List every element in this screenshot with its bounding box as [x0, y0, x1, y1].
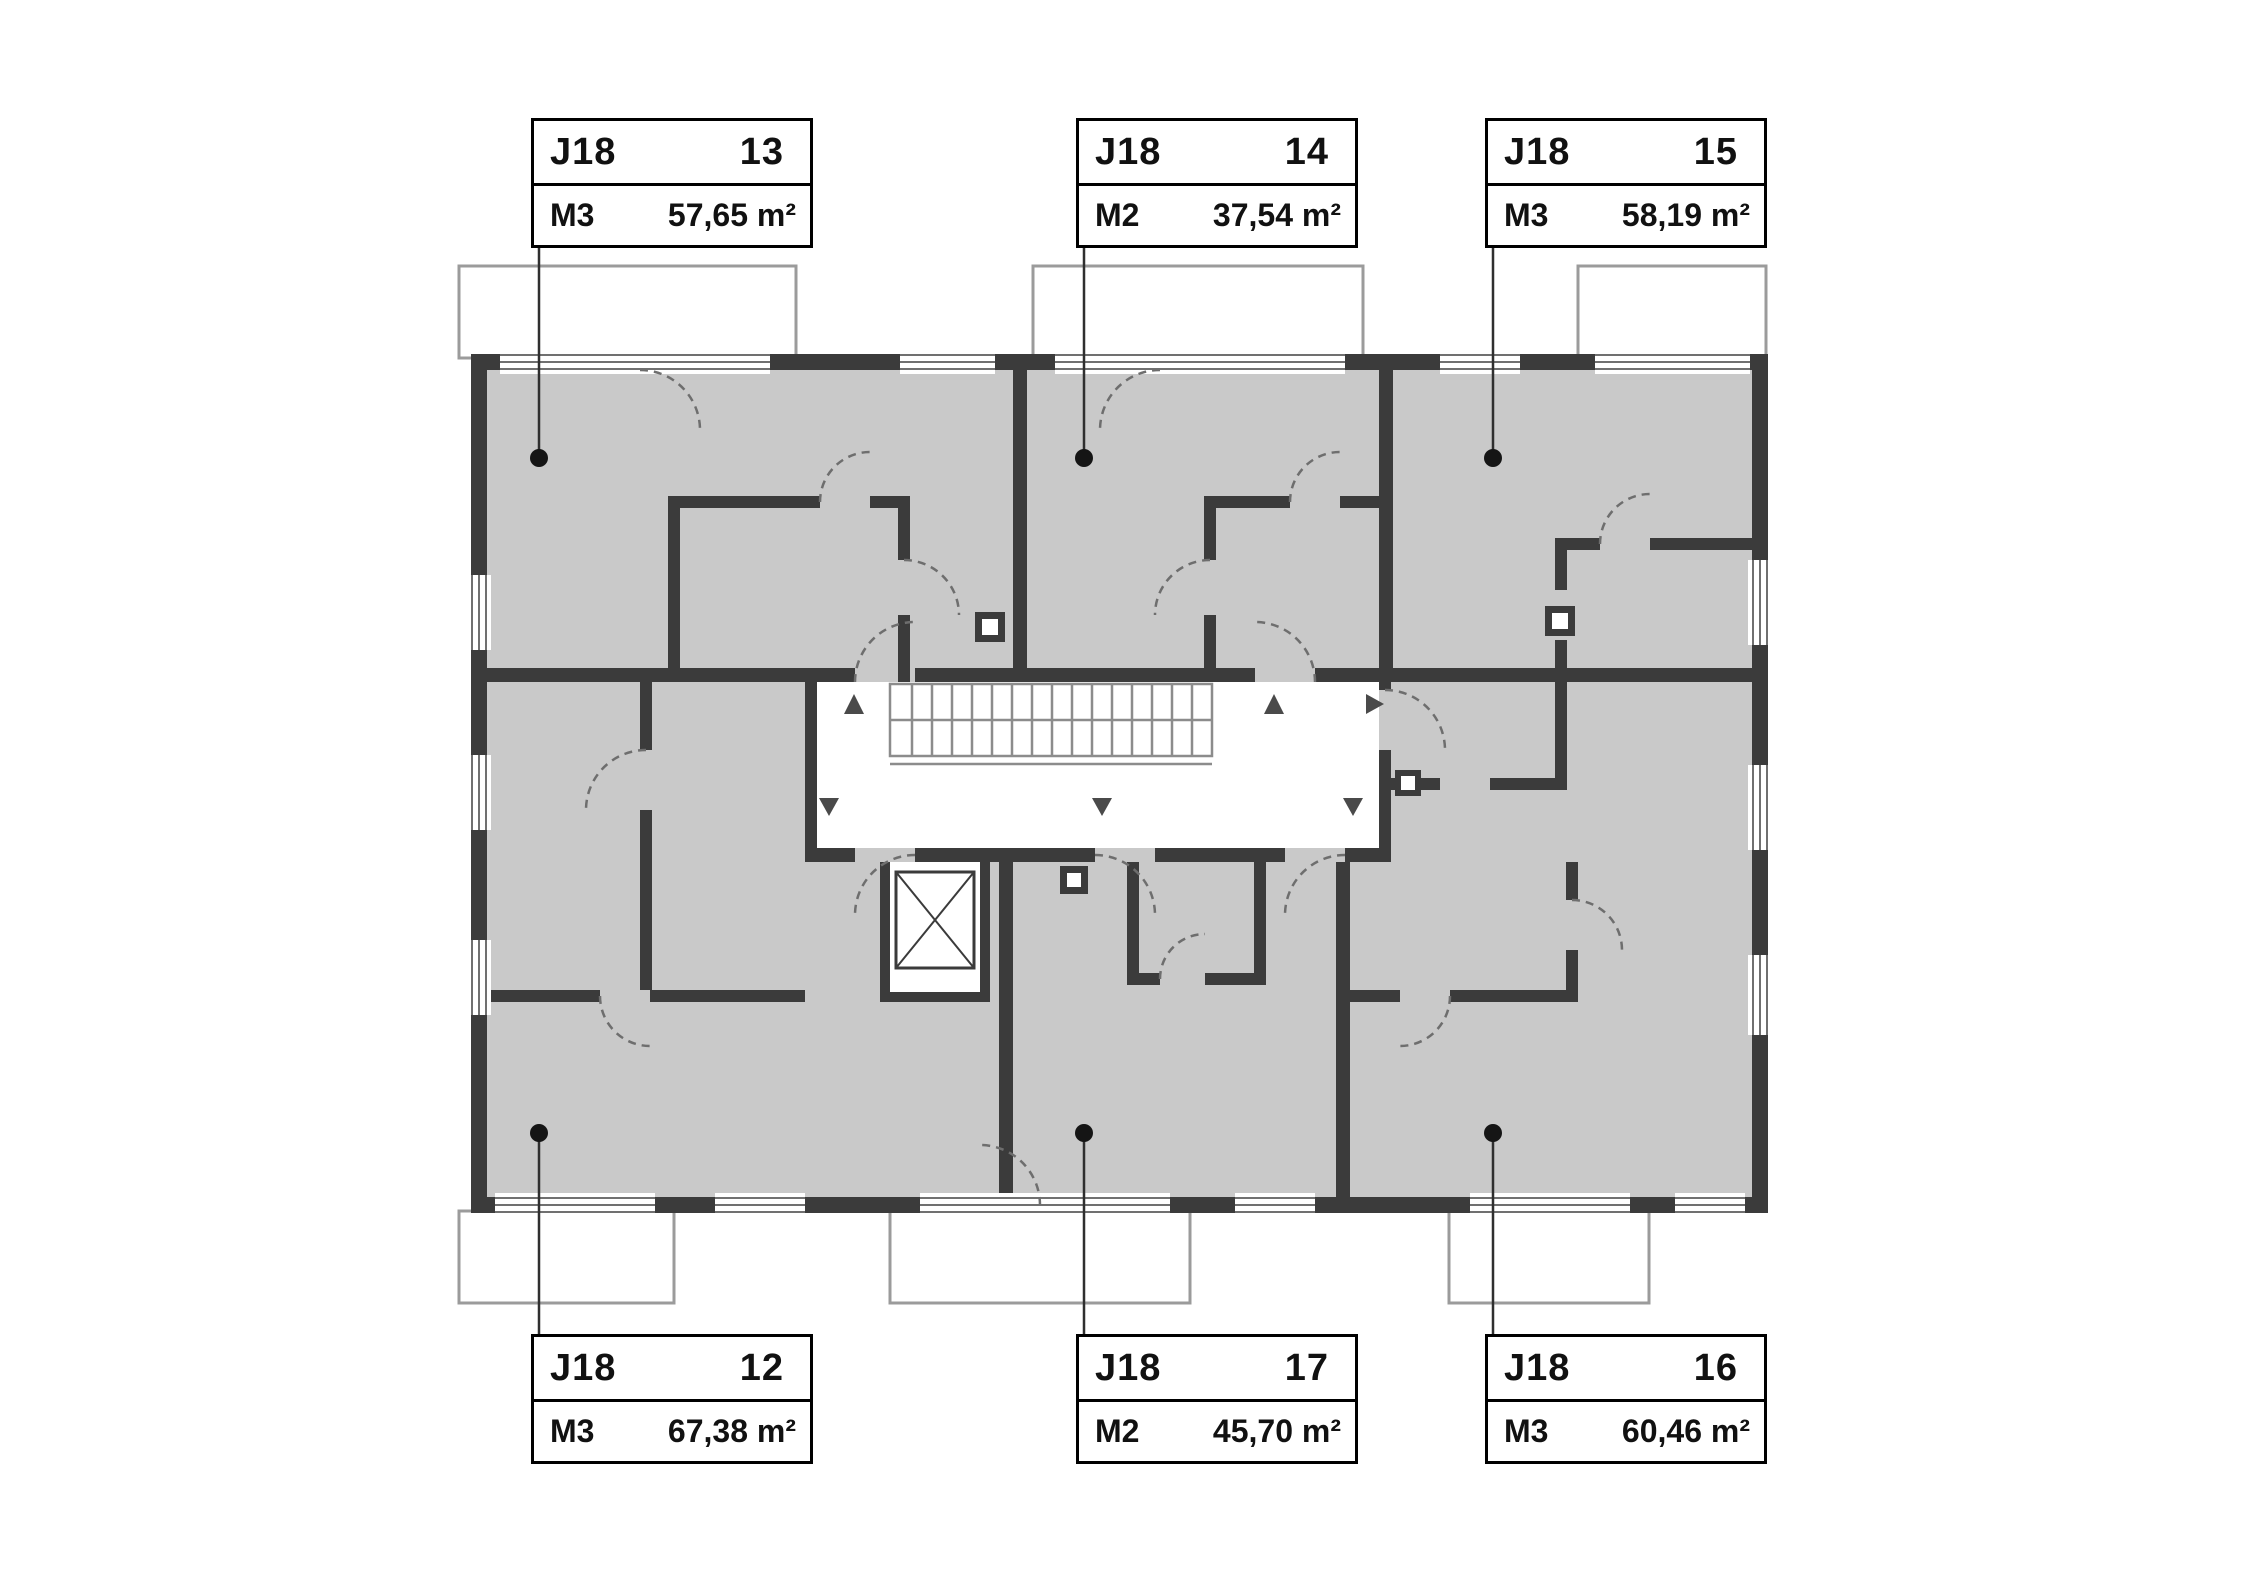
unit-area: 45,70 m² [1212, 1413, 1341, 1449]
unit-code: J18 [550, 1346, 617, 1389]
unit-code: J18 [1504, 1346, 1571, 1389]
unit-dot [1075, 449, 1093, 467]
stair-arrows [819, 694, 1384, 816]
unit-area: 57,65 m² [667, 197, 796, 233]
balcony [1031, 264, 1365, 360]
balcony [457, 1209, 676, 1305]
unit-area: 67,38 m² [667, 1413, 796, 1449]
unit-area: 58,19 m² [1621, 197, 1750, 233]
unit-dots [530, 449, 1502, 1142]
balconies [457, 264, 1768, 1305]
unit-dot [530, 449, 548, 467]
elevator [880, 862, 990, 1002]
balcony [457, 264, 798, 360]
unit-code: J18 [1095, 130, 1162, 173]
unit-type: M3 [550, 1413, 595, 1449]
balcony [1447, 1209, 1651, 1305]
windows [467, 350, 1772, 1217]
unit-type: M3 [550, 197, 595, 233]
interior-walls [471, 354, 1768, 1213]
unit-area: 60,46 m² [1621, 1413, 1750, 1449]
unit-number: 15 [1693, 130, 1738, 173]
leader-lines [537, 240, 1495, 1340]
unit-area: 37,54 m² [1212, 197, 1341, 233]
door-arcs [584, 368, 1651, 1206]
unit-code: J18 [550, 130, 617, 173]
unit-number: 12 [739, 1346, 784, 1389]
unit-dot [1484, 1124, 1502, 1142]
unit-number: 13 [739, 130, 784, 173]
unit-type: M2 [1095, 1413, 1140, 1449]
unit-type: M2 [1095, 197, 1140, 233]
service-shafts [975, 606, 1575, 894]
unit-label-14: J18 14 M2 37,54 m² [1076, 118, 1358, 248]
staircase [888, 682, 1214, 766]
unit-dot [530, 1124, 548, 1142]
balcony [888, 1209, 1192, 1305]
unit-number: 17 [1284, 1346, 1329, 1389]
unit-dot [1484, 449, 1502, 467]
balcony [1576, 264, 1768, 360]
unit-number: 16 [1693, 1346, 1738, 1389]
unit-label-16: J18 16 M3 60,46 m² [1485, 1334, 1767, 1464]
unit-dot [1075, 1124, 1093, 1142]
unit-label-13: J18 13 M3 57,65 m² [531, 118, 813, 248]
unit-code: J18 [1095, 1346, 1162, 1389]
unit-label-15: J18 15 M3 58,19 m² [1485, 118, 1767, 248]
unit-type: M3 [1504, 1413, 1549, 1449]
unit-label-17: J18 17 M2 45,70 m² [1076, 1334, 1358, 1464]
unit-code: J18 [1504, 130, 1571, 173]
unit-number: 14 [1284, 130, 1329, 173]
unit-type: M3 [1504, 197, 1549, 233]
unit-label-12: J18 12 M3 67,38 m² [531, 1334, 813, 1464]
